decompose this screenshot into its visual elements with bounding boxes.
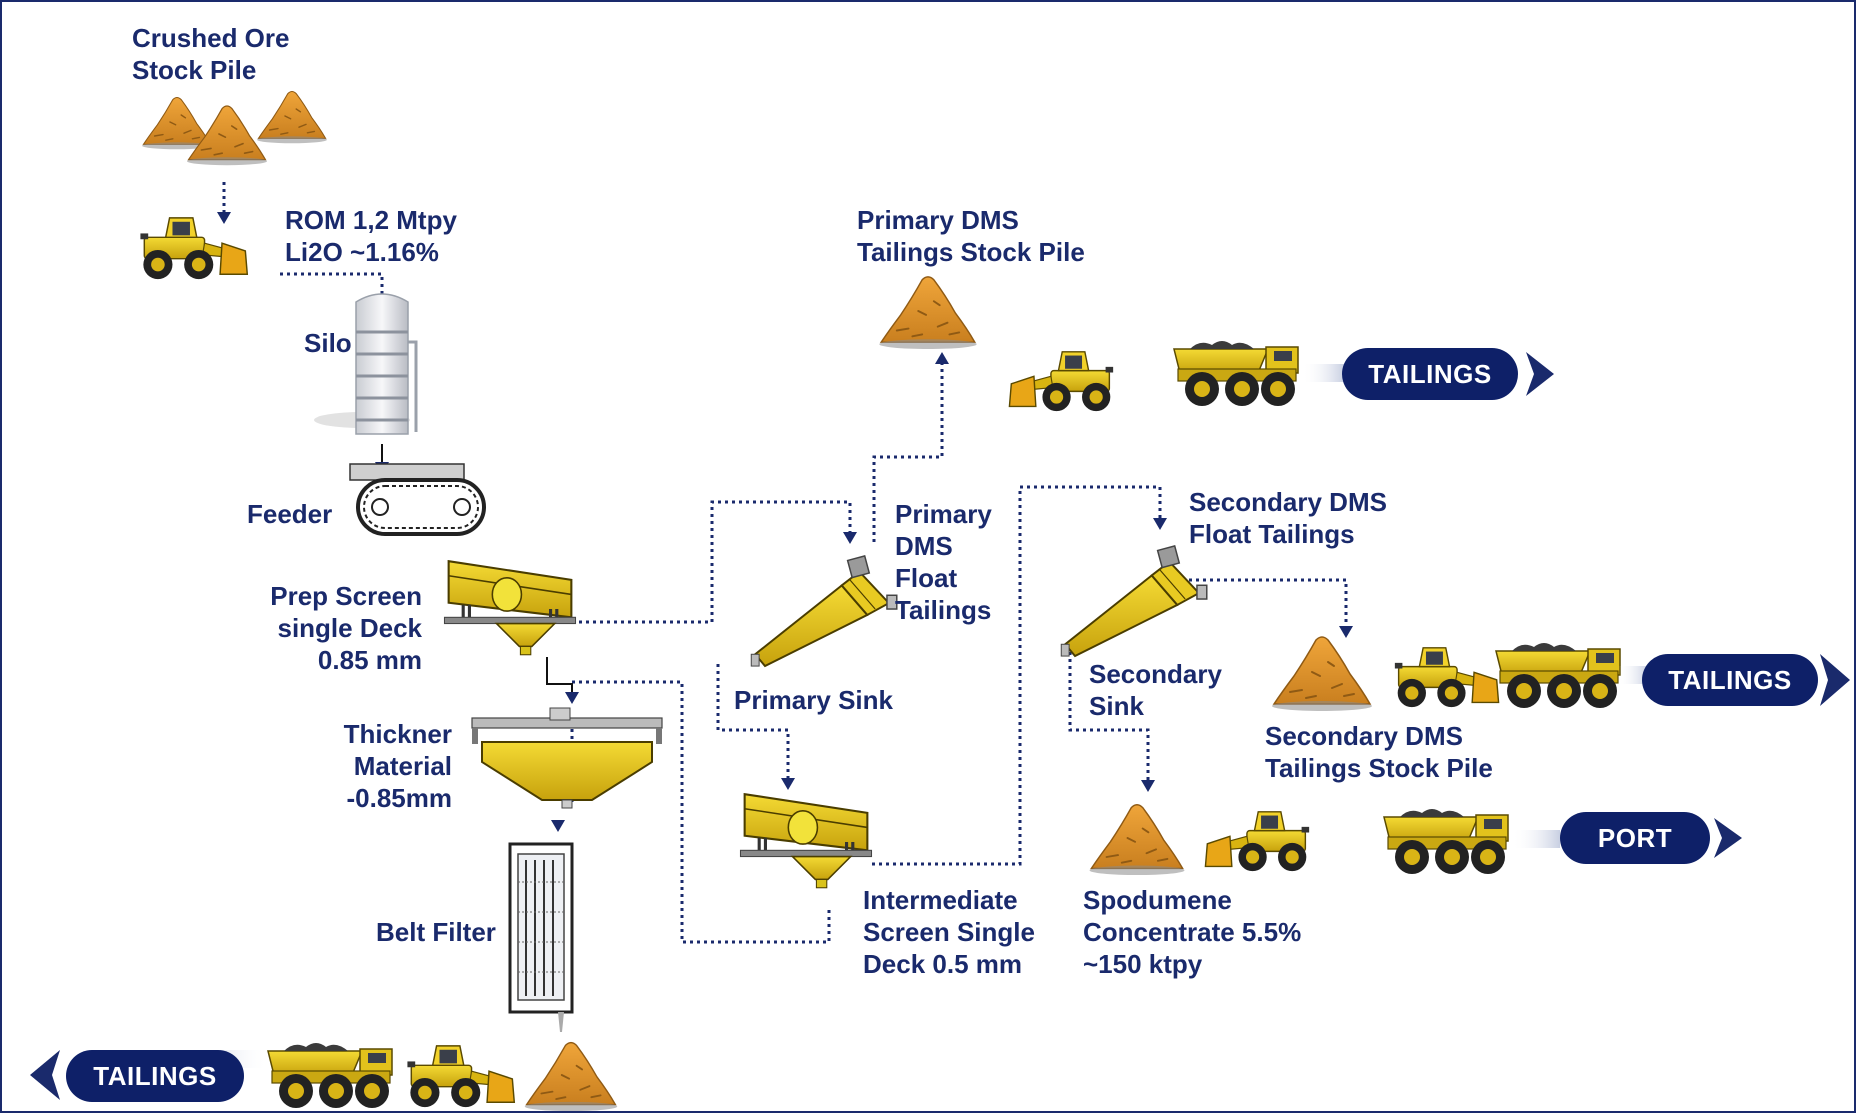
flow-loader-to-silo (280, 272, 384, 294)
flow-lines (222, 182, 1348, 944)
tailings-bottom-badge: TAILINGS (66, 1050, 244, 1102)
tailings-top-group (1008, 340, 1554, 412)
belt-filter-label: Belt Filter (376, 917, 496, 947)
primary-sink-label: Primary Sink (734, 685, 893, 715)
port-badge: PORT (1560, 812, 1710, 864)
port-group (1088, 803, 1742, 876)
ore-pile-icon (1088, 803, 1186, 876)
tailings-mid-group (1272, 636, 1850, 712)
dump-truck-icon (267, 1042, 393, 1109)
dump-truck-icon (1383, 808, 1509, 875)
arrow-left-icon (30, 1050, 60, 1100)
flow-sink-to-spodumene (1068, 652, 1150, 782)
wheel-loader-icon (139, 217, 249, 280)
tailings-mid-badge: TAILINGS (1642, 654, 1818, 706)
thickener-icon (471, 707, 663, 809)
arrowheads (217, 212, 1353, 832)
wheel-loader-icon (406, 1045, 516, 1108)
silo-icon (314, 293, 418, 435)
primary-tailings-pile-icon (878, 275, 978, 350)
feeder-label: Feeder (247, 499, 333, 529)
flow-screen-to-secondary-dms (872, 485, 1162, 866)
arrow-right-icon (1714, 818, 1742, 858)
ore-pile-icon (523, 1041, 619, 1111)
flow-float-to-secondary-pile (1182, 578, 1348, 628)
arrow-right-icon (1526, 352, 1554, 396)
flow-float-to-tailings-pile (872, 362, 944, 542)
dump-truck-icon (1173, 340, 1299, 407)
wheel-loader-icon (1008, 350, 1114, 412)
belt-filter-icon (508, 842, 574, 1032)
feeder-icon (349, 463, 486, 536)
tailings-top-badge: TAILINGS (1342, 348, 1518, 400)
crushed-ore-stock-pile-icon (140, 90, 328, 166)
arrow-right-icon (1820, 654, 1850, 706)
ore-pile-icon (1272, 636, 1372, 712)
silo-label: Silo (304, 328, 352, 358)
prep-screen-icon (442, 559, 578, 657)
flow-screen-to-primary-dms (572, 500, 852, 624)
dump-truck-icon (1495, 642, 1621, 709)
primary-dms-cyclone-icon (750, 554, 898, 668)
secondary-dms-cyclone-icon (1060, 544, 1208, 658)
flow-primary-sink-to-screen (716, 664, 790, 780)
wheel-loader-icon (1204, 810, 1310, 872)
intermediate-screen-icon (738, 792, 874, 890)
wheel-loader-icon (1394, 646, 1500, 708)
